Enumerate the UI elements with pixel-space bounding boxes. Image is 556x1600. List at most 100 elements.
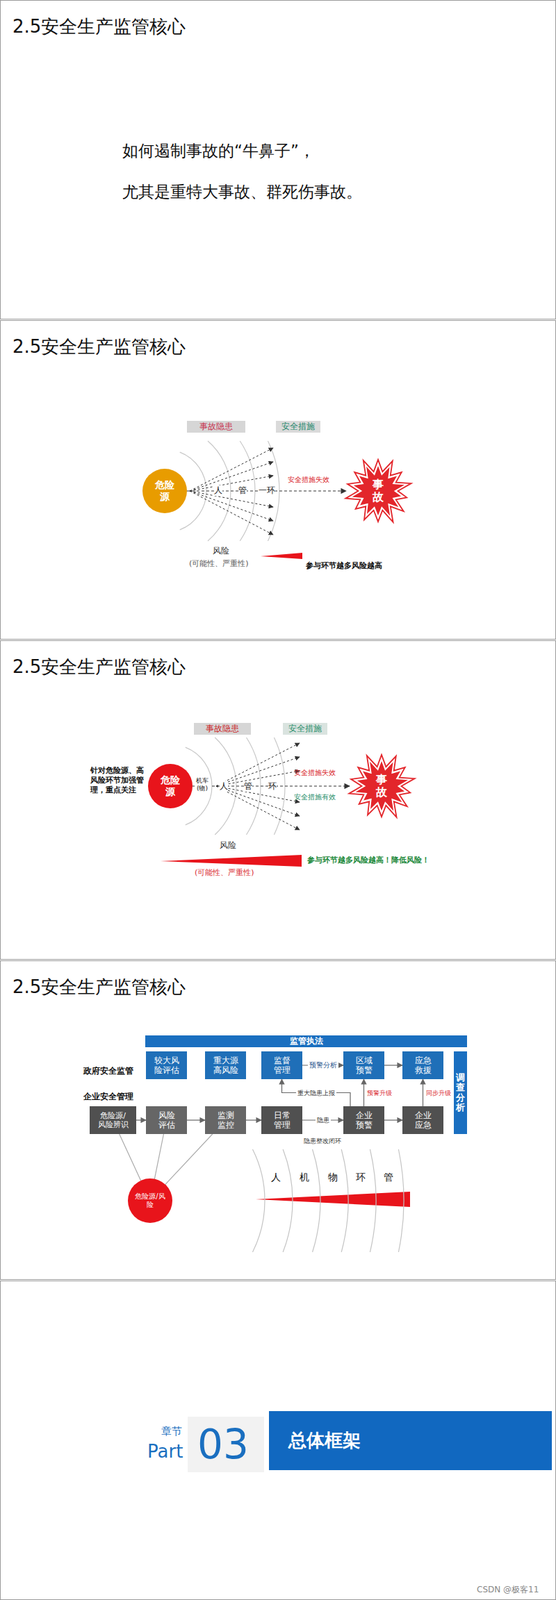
node-text: 危险源/风险 [134,1193,166,1210]
text-label: 2.5安全生产监管核心 [12,335,186,359]
number-ground [187,1417,265,1474]
edge-label: 安全措施失效 [286,476,331,485]
text-label: 人 [219,781,228,793]
node-text: 事故隐患 [205,724,240,734]
node-text: 企业预警 [353,1111,375,1132]
chapter-band: 总体框架 [268,1412,552,1472]
text-label: CSDN @极客11 [476,1585,539,1597]
edge-label: 预警升级 [365,1089,394,1098]
slide-frame [0,321,556,641]
text-label: 管 [238,485,247,497]
text-label: 针对危险源、高风险环节加强管理，重点关注 [90,766,146,796]
text-label: 尤其是重特大事故、群死伤事故。 [122,182,363,203]
text-label: 人 [214,485,223,497]
slide-frame [0,961,556,1281]
slide-frame [0,0,556,320]
dashed-arrow [189,491,274,536]
risk-arc [369,1150,376,1254]
text-label: (可能性、严重性) [194,868,255,879]
node-text: 区域预警 [353,1056,375,1077]
connector [186,1120,206,1122]
text-label: 参与环节越多风险越高 [305,561,383,572]
text-label: 参与环节越多风险越高！降低风险！ [307,856,430,866]
edge-label: 预警分析 [307,1061,339,1071]
connector [422,1080,424,1108]
node-text: 危险源 [152,479,178,504]
risk-arc [312,1150,321,1254]
text-label: Part [147,1441,183,1465]
risk-wedge [160,855,302,868]
text-label: 机车(物) [194,777,210,794]
dashed-arrow [216,743,300,787]
edge-label: 重大隐患上报 [296,1089,337,1098]
process-box: 监测监控 [205,1107,247,1135]
text-label: 人 [271,1172,281,1185]
burst-fill [352,466,405,517]
risk-arc [341,1150,349,1254]
node-text: 事故 [372,478,384,504]
node-text: 事故 [375,774,388,799]
text-label: (可能性、严重性) [189,559,249,570]
node-text: 总体框架 [288,1431,361,1453]
accident-burst: 事故 [346,459,411,524]
process-box: 危险源/风险辨识 [89,1107,137,1135]
dashed-arrow [216,786,300,831]
node-text: 安全措施 [281,421,315,432]
process-box: 区域预警 [343,1052,385,1081]
text-label: 安全措施失效 [293,769,336,779]
connector [165,1134,213,1186]
connector [246,1120,262,1122]
text-label: 管 [383,1172,394,1185]
burst-outline [348,755,415,819]
text-label: 03 [197,1420,249,1472]
connector [154,1134,164,1181]
node-text: 危险源/风险辨识 [96,1112,130,1131]
connector [136,1120,146,1122]
header-bar: 事故隐患 [193,723,251,736]
node-text: 事故隐患 [199,421,233,432]
burst-fill [355,761,408,812]
header-bar: 安全措施 [282,723,328,736]
process-box: 较大风险评估 [145,1052,187,1081]
process-box: 重大源高风险 [205,1052,247,1081]
risk-arc [398,1150,404,1254]
text-label: 隐患整改闭环 [303,1138,342,1147]
edge-label: 同步升级 [424,1089,453,1098]
node-text: 企业应急 [412,1111,434,1132]
text-label: 管 [243,781,253,793]
hazard-circle: 危险源 [148,764,193,809]
slide-title: 2.5安全生产监管核心 [12,15,186,39]
hazard-circle: 危险源 [142,469,187,514]
hazard-circle: 危险源/风险 [127,1179,173,1224]
text-label: 2.5安全生产监管核心 [12,976,186,1000]
text-label: 环 [268,781,277,793]
text-label: 一环 [258,485,276,497]
process-box: 应急救援 [402,1052,444,1081]
text-label: 政府安全监管 [83,1066,134,1078]
risk-wedge [260,553,303,560]
text-label: 环 [355,1172,366,1185]
node-text: 日常管理 [271,1111,293,1132]
process-box: 风险评估 [145,1107,187,1135]
dashed-arrow [216,786,300,817]
connector [119,1134,142,1182]
dashed-arrow [216,757,300,787]
burst-outline [345,460,411,523]
dashed-arrow [216,771,300,787]
connector [282,1080,351,1108]
text-label: 物 [328,1172,338,1185]
accident-burst: 事故 [349,754,414,819]
text-label: 风险 [212,546,230,557]
side-band: 调查分析 [453,1052,468,1135]
edge-label: 隐患 [315,1117,331,1126]
node-text: 监督管理 [271,1056,293,1077]
node-text: 应急救援 [412,1056,434,1077]
text-label: 风险 [219,840,237,852]
text-label: 安全措施有效 [293,793,336,803]
connector [363,1080,365,1108]
node-text: 监管执法 [289,1036,324,1047]
text-label: 企业安全管理 [83,1092,134,1103]
process-box: 企业应急 [402,1107,444,1135]
